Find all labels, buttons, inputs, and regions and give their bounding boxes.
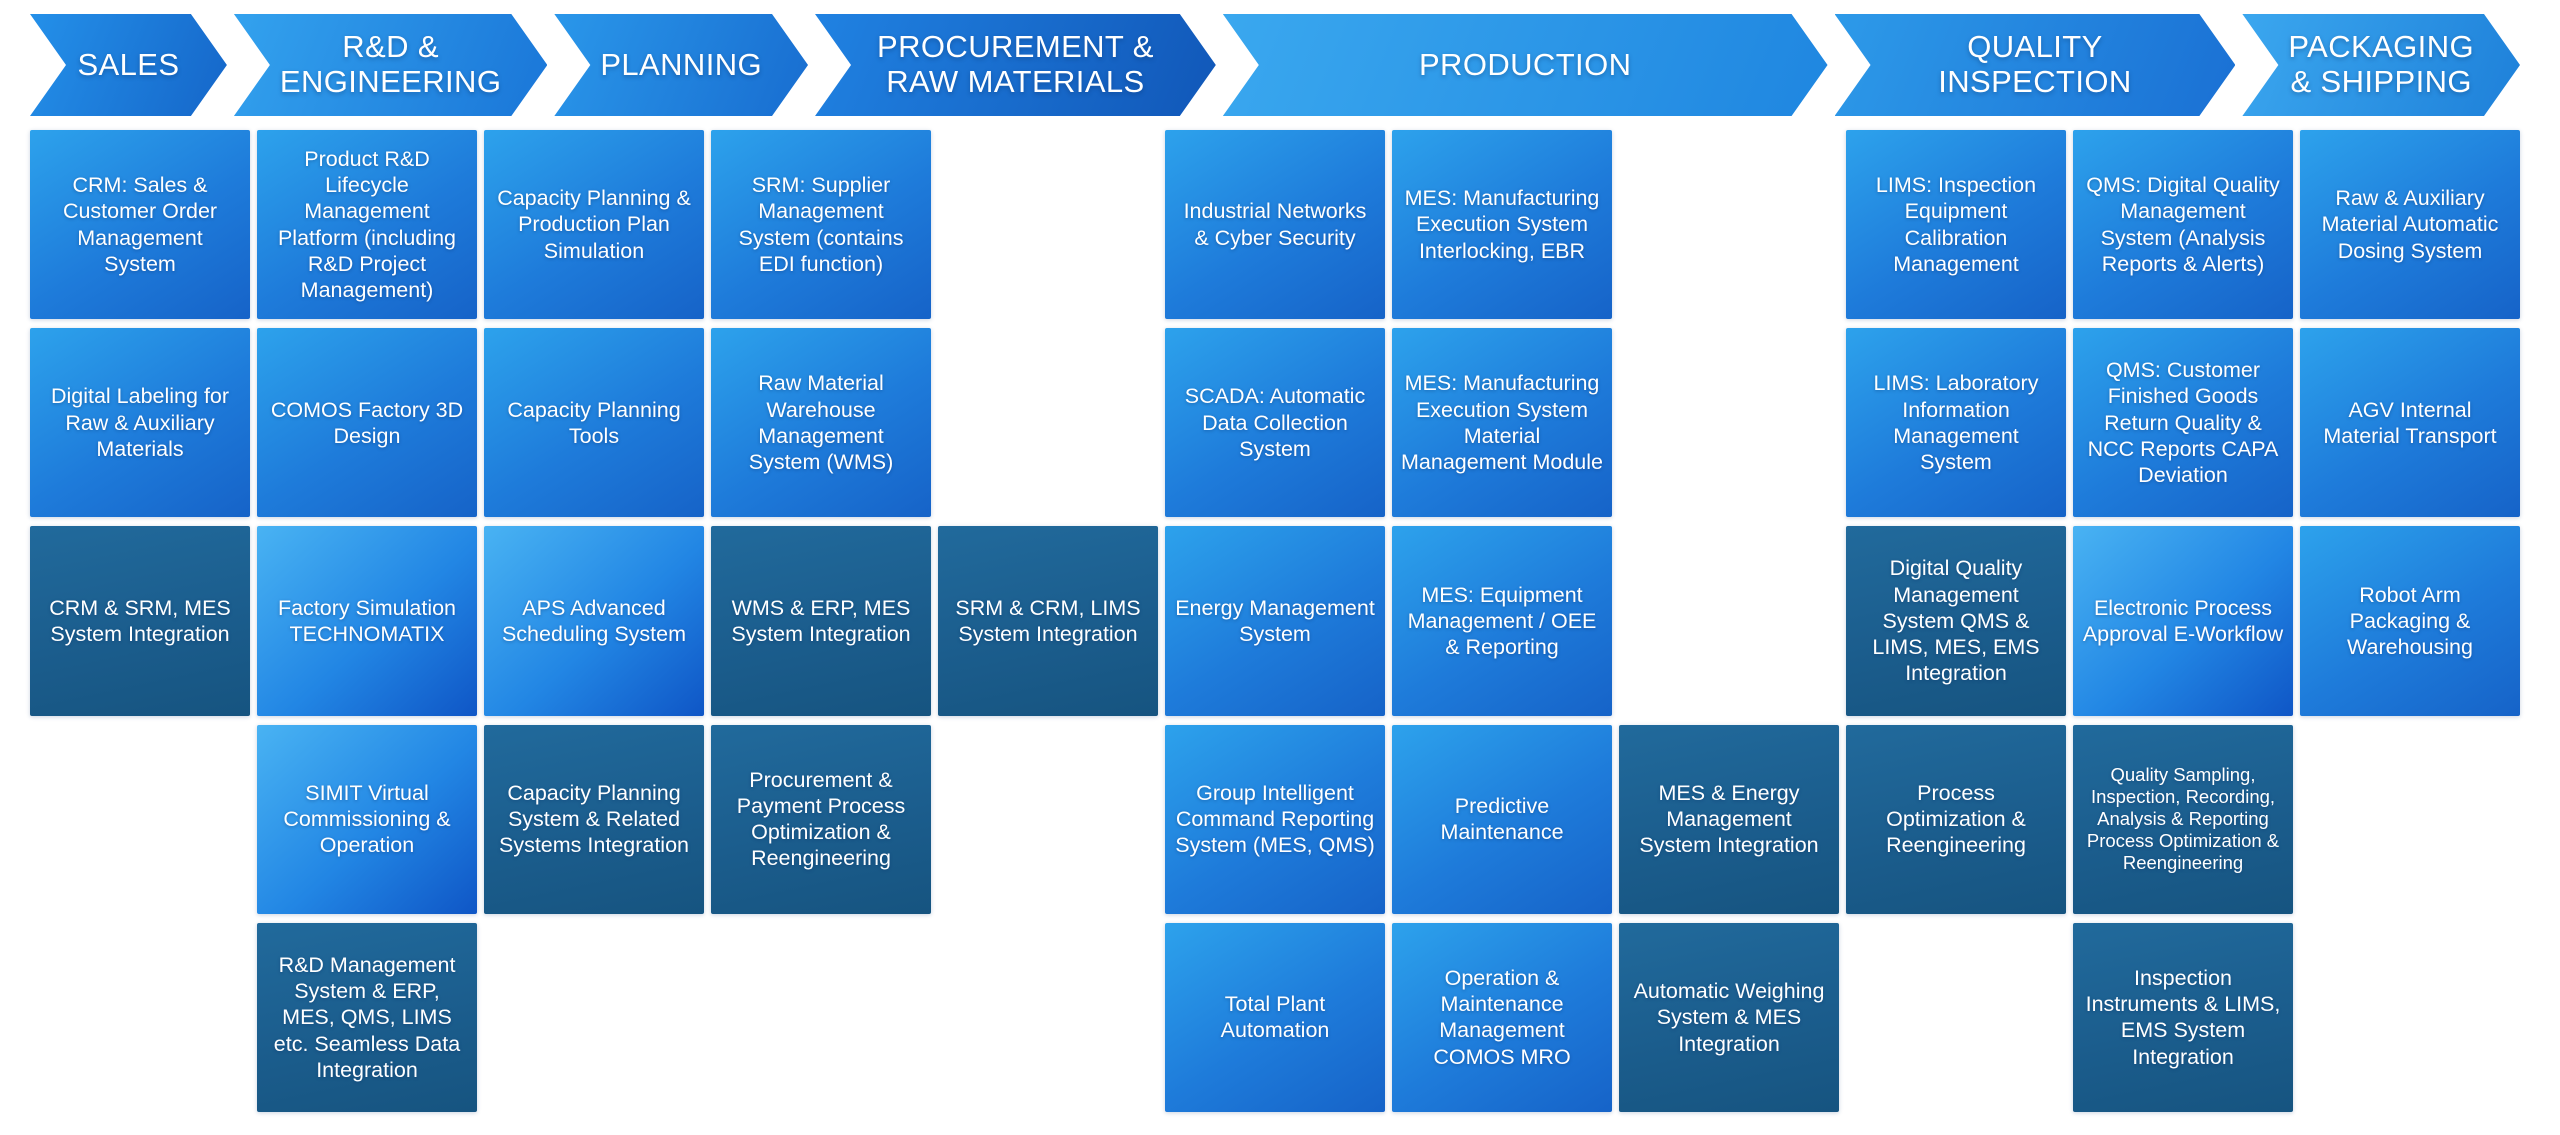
box-label: Quality Sampling, Inspection, Recording,…: [2086, 763, 2280, 874]
box-label: LIMS: Laboratory Information Management …: [1873, 371, 2039, 474]
box-label: Digital Quality Management System QMS & …: [1872, 556, 2040, 686]
box-label: SIMIT Virtual Commissioning & Operation: [283, 780, 451, 858]
box-mes-manufacturing-execution-system-materia: MES: Manufacturing Execution System Mate…: [1392, 328, 1612, 518]
box-label: MES & Energy Management System Integrati…: [1639, 780, 1819, 858]
box-operation-maintenance-management-comos-mro: Operation & Maintenance Management COMOS…: [1392, 922, 1612, 1112]
box-label: AGV Internal Material Transport: [2323, 397, 2497, 448]
stage-label: PACKAGING & SHIPPING: [2288, 29, 2474, 99]
box-label: Total Plant Automation: [1220, 992, 1330, 1043]
box-label: Group Intelligent Command Reporting Syst…: [1175, 780, 1375, 858]
stage-arrow-packaging-shipping: PACKAGING & SHIPPING: [2242, 14, 2520, 116]
box-label: Inspection Instruments & LIMS, EMS Syste…: [2085, 965, 2281, 1069]
box-digital-labeling-for-raw-auxiliary-materia: Digital Labeling for Raw & Auxiliary Mat…: [30, 328, 250, 518]
box-label: R&D Management System & ERP, MES, QMS, L…: [273, 952, 461, 1082]
box-label: Digital Labeling for Raw & Auxiliary Mat…: [50, 384, 230, 461]
box-raw-material-warehouse-management-system-w: Raw Material Warehouse Management System…: [711, 328, 931, 518]
systems-grid: CRM: Sales & Customer Order Management S…: [30, 130, 2520, 1112]
stage-label: PLANNING: [600, 46, 763, 82]
box-label: Factory Simulation TECHNOMATIX: [277, 595, 457, 646]
box-label: Energy Management System: [1175, 595, 1375, 646]
box-label: Electronic Process Approval E-Workflow: [2082, 595, 2284, 646]
box-label: Industrial Networks & Cyber Security: [1183, 199, 1367, 250]
stage-arrow-production: PRODUCTION: [1223, 14, 1828, 116]
box-capacity-planning-tools: Capacity Planning Tools: [484, 328, 704, 518]
stage-arrow-r-d-engineering: R&D & ENGINEERING: [234, 14, 547, 116]
box-aps-advanced-scheduling-system: APS Advanced Scheduling System: [484, 526, 704, 716]
box-inspection-instruments-lims-ems-system-int: Inspection Instruments & LIMS, EMS Syste…: [2073, 922, 2293, 1112]
box-label: COMOS Factory 3D Design: [270, 397, 464, 448]
box-scada-automatic-data-collection-system: SCADA: Automatic Data Collection System: [1165, 328, 1385, 518]
box-label: SCADA: Automatic Data Collection System: [1184, 384, 1366, 461]
box-label: MES: Equipment Management / OEE & Report…: [1407, 582, 1597, 660]
box-label: MES: Manufacturing Execution System Inte…: [1404, 186, 1600, 263]
box-agv-internal-material-transport: AGV Internal Material Transport: [2300, 328, 2520, 518]
box-simit-virtual-commissioning-operation: SIMIT Virtual Commissioning & Operation: [257, 724, 477, 914]
box-capacity-planning-production-plan-simulati: Capacity Planning & Production Plan Simu…: [484, 130, 704, 320]
box-comos-factory-3d-design: COMOS Factory 3D Design: [257, 328, 477, 518]
box-mes-energy-management-system-integration: MES & Energy Management System Integrati…: [1619, 724, 1839, 914]
box-label: CRM: Sales & Customer Order Management S…: [62, 173, 218, 276]
stage-label: QUALITY INSPECTION: [1938, 29, 2132, 99]
box-mes-manufacturing-execution-system-interlo: MES: Manufacturing Execution System Inte…: [1392, 130, 1612, 320]
box-label: LIMS: Inspection Equipment Calibration M…: [1875, 173, 2037, 276]
stage-arrow-quality-inspection: QUALITY INSPECTION: [1835, 14, 2236, 116]
box-automatic-weighing-system-mes-integration: Automatic Weighing System & MES Integrat…: [1619, 922, 1839, 1112]
box-robot-arm-packaging-warehousing: Robot Arm Packaging & Warehousing: [2300, 526, 2520, 716]
box-label: Raw Material Warehouse Management System…: [748, 371, 894, 474]
stage-header: SALES R&D & ENGINEERING PLANNING PROCUREMEN…: [30, 14, 2520, 116]
stage-arrow-planning: PLANNING: [554, 14, 808, 116]
box-energy-management-system: Energy Management System: [1165, 526, 1385, 716]
box-group-intelligent-command-reporting-system: Group Intelligent Command Reporting Syst…: [1165, 724, 1385, 914]
box-srm-crm-lims-system-integration: SRM & CRM, LIMS System Integration: [938, 526, 1158, 716]
box-label: Process Optimization & Reengineering: [1886, 780, 2026, 858]
box-label: QMS: Customer Finished Goods Return Qual…: [2087, 358, 2279, 488]
box-label: Robot Arm Packaging & Warehousing: [2347, 582, 2473, 660]
box-label: WMS & ERP, MES System Integration: [731, 595, 911, 646]
box-electronic-process-approval-e-workflow: Electronic Process Approval E-Workflow: [2073, 526, 2293, 716]
box-industrial-networks-cyber-security: Industrial Networks & Cyber Security: [1165, 130, 1385, 320]
box-digital-quality-management-system-qms-lims: Digital Quality Management System QMS & …: [1846, 526, 2066, 716]
box-label: Capacity Planning System & Related Syste…: [498, 780, 689, 858]
box-label: SRM & CRM, LIMS System Integration: [955, 595, 1141, 646]
stage-arrow-sales: SALES: [30, 14, 227, 116]
box-raw-auxiliary-material-automatic-dosing-sy: Raw & Auxiliary Material Automatic Dosin…: [2300, 130, 2520, 320]
box-qms-customer-finished-goods-return-quality: QMS: Customer Finished Goods Return Qual…: [2073, 328, 2293, 518]
box-qms-digital-quality-management-system-anal: QMS: Digital Quality Management System (…: [2073, 130, 2293, 320]
box-total-plant-automation: Total Plant Automation: [1165, 922, 1385, 1112]
box-label: SRM: Supplier Management System (contain…: [738, 173, 904, 276]
stage-arrow-procurement-raw-materials: PROCUREMENT & RAW MATERIALS: [815, 14, 1216, 116]
box-lims-inspection-equipment-calibration-mana: LIMS: Inspection Equipment Calibration M…: [1846, 130, 2066, 320]
box-label: MES: Manufacturing Execution System Mate…: [1401, 371, 1603, 474]
box-quality-sampling-inspection-recording-anal: Quality Sampling, Inspection, Recording,…: [2073, 724, 2293, 914]
box-factory-simulation-technomatix: Factory Simulation TECHNOMATIX: [257, 526, 477, 716]
stage-label: R&D & ENGINEERING: [279, 29, 502, 99]
box-label: Automatic Weighing System & MES Integrat…: [1633, 979, 1825, 1056]
box-crm-sales-customer-order-management-system: CRM: Sales & Customer Order Management S…: [30, 130, 250, 320]
box-wms-erp-mes-system-integration: WMS & ERP, MES System Integration: [711, 526, 931, 716]
box-label: QMS: Digital Quality Management System (…: [2086, 173, 2280, 276]
box-capacity-planning-system-related-systems-i: Capacity Planning System & Related Syste…: [484, 724, 704, 914]
box-lims-laboratory-information-management-sys: LIMS: Laboratory Information Management …: [1846, 328, 2066, 518]
box-label: APS Advanced Scheduling System: [501, 595, 687, 646]
box-label: Predictive Maintenance: [1440, 793, 1564, 845]
box-label: Raw & Auxiliary Material Automatic Dosin…: [2321, 186, 2499, 263]
box-product-r-d-lifecycle-management-platform-: Product R&D Lifecycle Management Platfor…: [257, 130, 477, 320]
box-r-d-management-system-erp-mes-qms-lims-etc: R&D Management System & ERP, MES, QMS, L…: [257, 922, 477, 1112]
box-srm-supplier-management-system-contains-ed: SRM: Supplier Management System (contain…: [711, 130, 931, 320]
box-label: Operation & Maintenance Management COMOS…: [1433, 965, 1571, 1069]
box-predictive-maintenance: Predictive Maintenance: [1392, 724, 1612, 914]
box-label: CRM & SRM, MES System Integration: [49, 595, 231, 646]
stage-label: SALES: [77, 46, 180, 82]
box-label: Product R&D Lifecycle Management Platfor…: [277, 146, 457, 303]
box-process-optimization-reengineering: Process Optimization & Reengineering: [1846, 724, 2066, 914]
stage-label: PROCUREMENT & RAW MATERIALS: [877, 29, 1154, 99]
box-label: Capacity Planning & Production Plan Simu…: [497, 186, 691, 263]
box-crm-srm-mes-system-integration: CRM & SRM, MES System Integration: [30, 526, 250, 716]
box-label: Procurement & Payment Process Optimizati…: [736, 767, 906, 871]
stage-label: PRODUCTION: [1418, 46, 1632, 82]
box-procurement-payment-process-optimization-r: Procurement & Payment Process Optimizati…: [711, 724, 931, 914]
box-mes-equipment-management-oee-reporting: MES: Equipment Management / OEE & Report…: [1392, 526, 1612, 716]
box-label: Capacity Planning Tools: [507, 397, 681, 448]
